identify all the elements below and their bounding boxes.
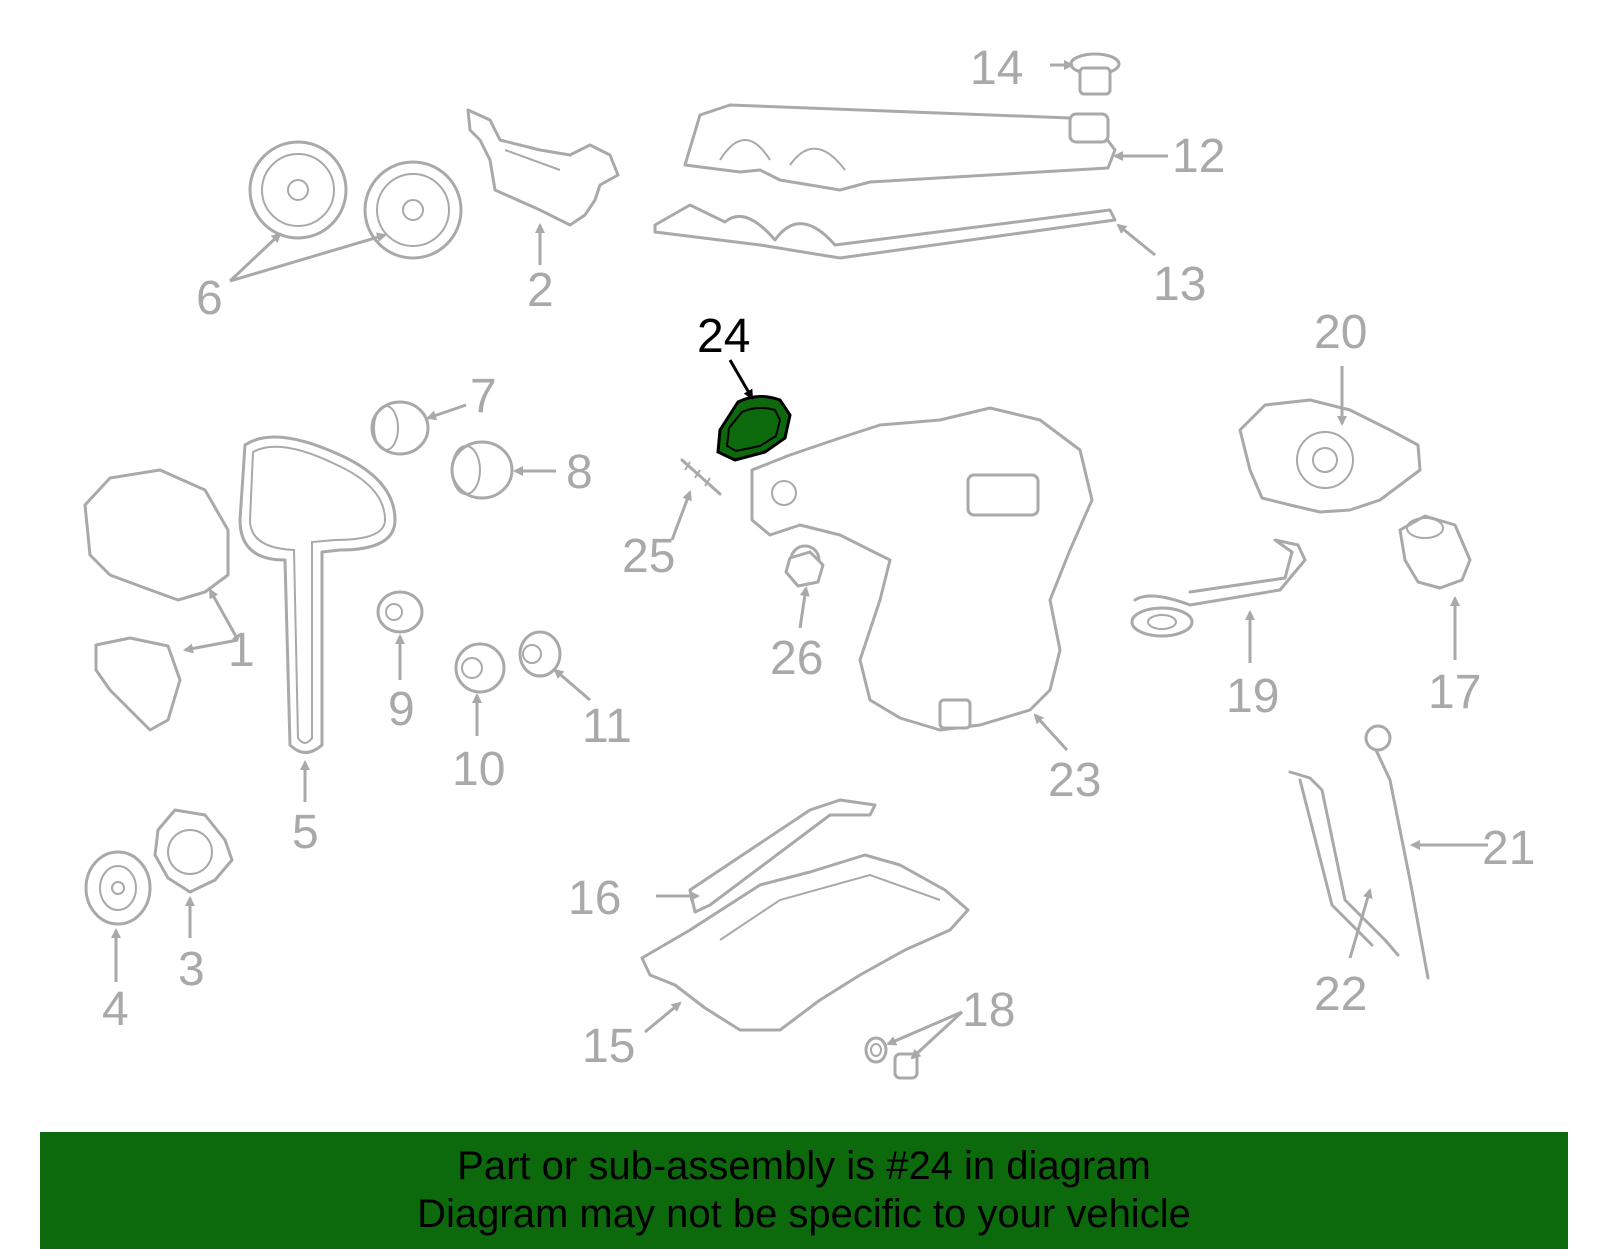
part-26-nut[interactable] xyxy=(784,550,825,588)
part-17-oil-filter[interactable] xyxy=(1398,514,1472,590)
part-22-dipstick-tube[interactable] xyxy=(1288,770,1400,957)
part-18-drain-plug-and-washer[interactable] xyxy=(864,1036,919,1080)
callout-20: 20 xyxy=(1314,306,1367,359)
part-24-gasket-highlighted[interactable] xyxy=(716,395,792,462)
part-20-oil-pump[interactable] xyxy=(1238,398,1422,514)
callout-10: 10 xyxy=(452,743,505,796)
callout-7: 7 xyxy=(470,370,497,423)
callout-22: 22 xyxy=(1314,968,1367,1021)
banner-line-disclaimer: Diagram may not be specific to your vehi… xyxy=(417,1192,1191,1236)
callout-23: 23 xyxy=(1048,754,1101,807)
part-6-camshaft-sprockets[interactable] xyxy=(248,140,463,260)
callout-13: 13 xyxy=(1153,258,1206,311)
part-8-idler-pulley[interactable] xyxy=(450,440,514,500)
callout-6: 6 xyxy=(196,272,223,325)
part-2-bracket[interactable] xyxy=(466,108,620,227)
part-19-oil-pickup-tube[interactable] xyxy=(1130,538,1307,638)
part-13-valve-cover-gasket[interactable] xyxy=(653,203,1117,260)
leader-lines xyxy=(111,60,1488,1060)
banner-line-part-number: Part or sub-assembly is #24 in diagram xyxy=(457,1144,1151,1188)
part-3-seal-plate[interactable] xyxy=(153,808,234,894)
callout-numbers: 1 2 3 4 5 6 7 8 9 10 11 12 13 14 15 16 1… xyxy=(102,42,1535,1073)
part-9-roller[interactable] xyxy=(376,590,424,634)
part-5-timing-belt[interactable] xyxy=(238,435,397,754)
part-25-stud[interactable] xyxy=(680,458,722,496)
part-4-crank-pulley[interactable] xyxy=(84,850,152,926)
callout-8: 8 xyxy=(566,446,593,499)
callout-4: 4 xyxy=(102,983,129,1036)
part-16-oil-pan-gasket[interactable] xyxy=(688,798,877,914)
part-21-dipstick[interactable] xyxy=(1364,724,1430,980)
callout-2: 2 xyxy=(527,264,554,317)
callout-17: 17 xyxy=(1428,666,1481,719)
callout-14: 14 xyxy=(970,42,1023,95)
callout-25: 25 xyxy=(622,530,675,583)
part-1-timing-covers[interactable] xyxy=(83,468,230,732)
part-info-banner: Part or sub-assembly is #24 in diagram D… xyxy=(40,1132,1568,1249)
callout-5: 5 xyxy=(292,806,319,859)
callout-3: 3 xyxy=(178,943,205,996)
callout-9: 9 xyxy=(388,683,415,736)
callout-18: 18 xyxy=(962,984,1015,1037)
part-7-idler-pulley[interactable] xyxy=(370,400,430,456)
callout-21: 21 xyxy=(1482,822,1535,875)
part-12-valve-cover[interactable] xyxy=(683,103,1117,192)
callout-15: 15 xyxy=(582,1020,635,1073)
callout-11: 11 xyxy=(582,700,632,753)
part-10-roller[interactable] xyxy=(454,642,506,694)
part-15-oil-pan[interactable] xyxy=(640,853,970,1032)
callout-1: 1 xyxy=(228,624,255,677)
callout-26: 26 xyxy=(770,632,823,685)
callout-12: 12 xyxy=(1172,130,1225,183)
part-14-oil-filler-cap[interactable] xyxy=(1069,52,1121,96)
callout-16: 16 xyxy=(568,872,621,925)
part-11-roller[interactable] xyxy=(518,630,562,678)
callout-24-highlighted: 24 xyxy=(697,310,750,363)
callout-19: 19 xyxy=(1226,670,1279,723)
